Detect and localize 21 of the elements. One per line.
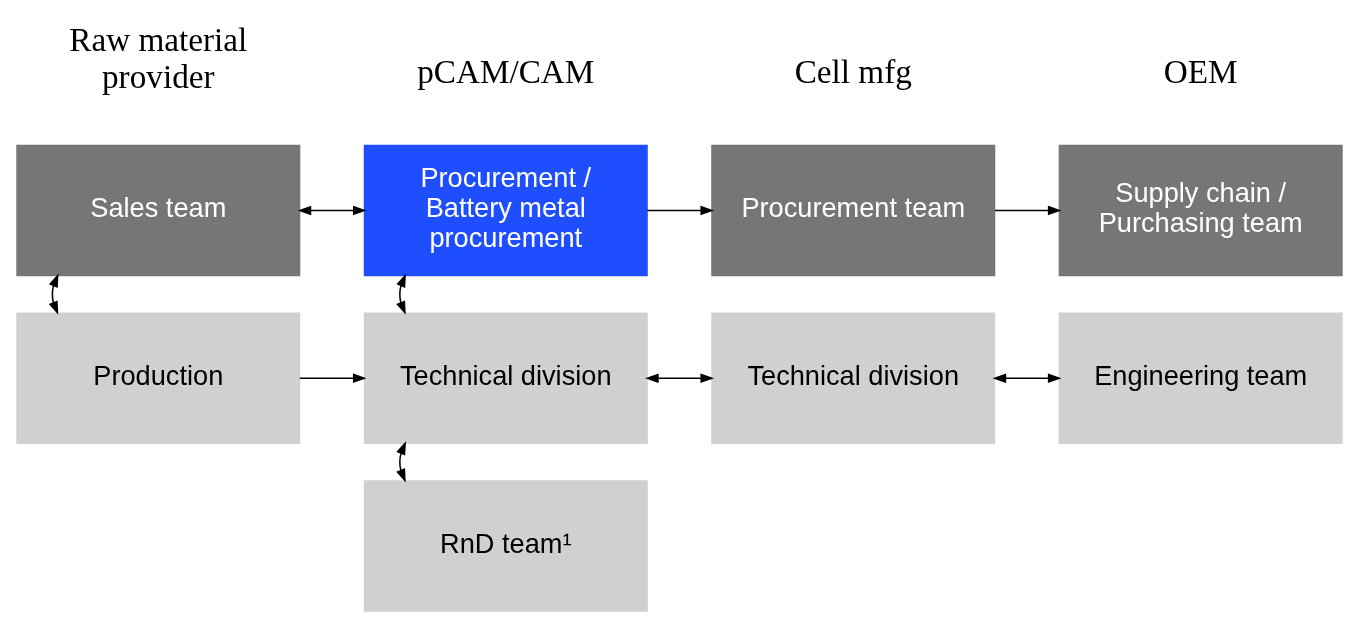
node-box: Procurement / Battery metal procurement [363,144,648,277]
node-box: Technical division [710,312,995,444]
node-box: Supply chain / Purchasing team [1058,144,1343,277]
node-box: RnD team¹ [363,480,648,612]
label: Raw material provider [68,21,247,95]
label: pCAM/CAM [416,53,594,91]
arrow [992,373,1061,383]
arrow [646,205,714,216]
arrow [297,205,367,216]
node-box: Engineering team [1058,312,1343,444]
label: Cell mfg [794,53,912,91]
label: OEM [1163,53,1238,91]
node-box: Production [15,312,300,444]
arrow [993,205,1061,216]
arrow [395,273,406,315]
arrow [395,441,406,483]
node-box: Technical division [363,312,648,444]
node-box: Procurement team [710,144,995,277]
arrow [298,373,367,383]
node-box: Sales team [15,144,300,277]
arrow [644,373,714,383]
